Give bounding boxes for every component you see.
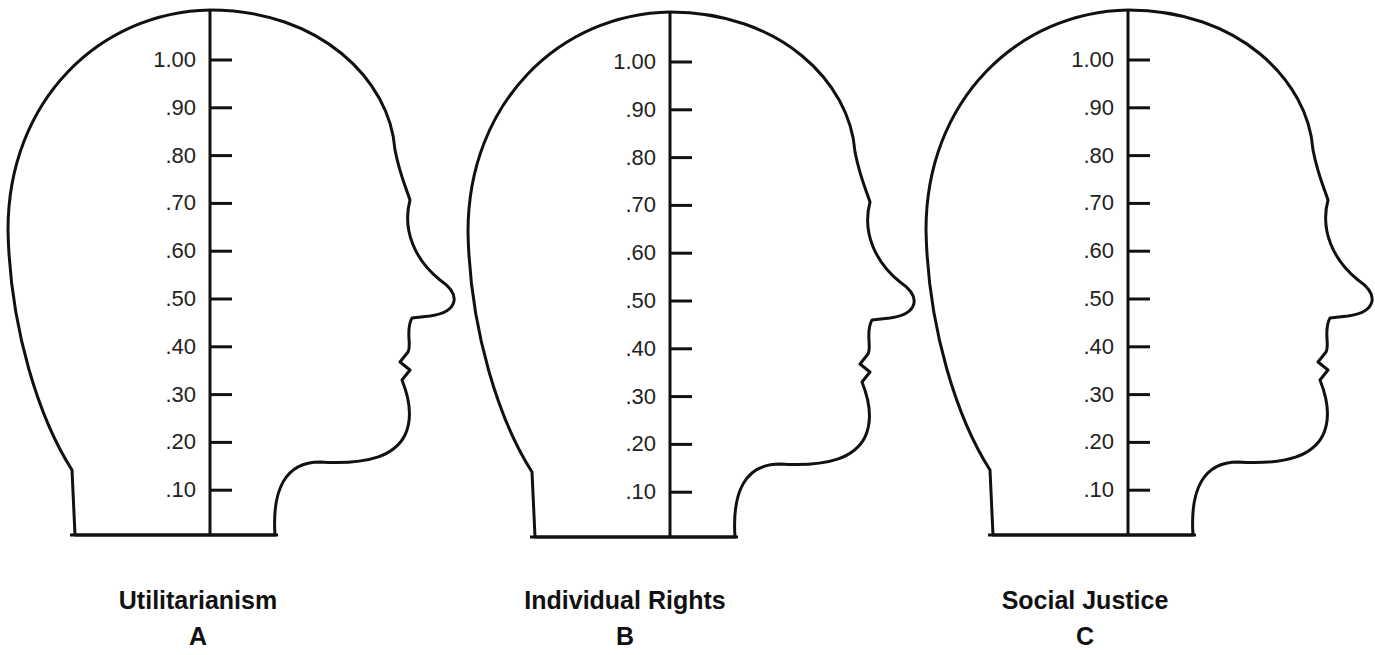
scale-value: .80 — [625, 147, 656, 169]
scale-value: .50 — [625, 290, 656, 312]
scale-value: .90 — [165, 97, 196, 119]
scale-value: .90 — [1083, 97, 1114, 119]
scale-value: .20 — [625, 433, 656, 455]
caption-title: Utilitarianism — [119, 587, 277, 615]
scale-value: .80 — [165, 145, 196, 167]
head-figure: 1.00.90.80.70.60.50.40.30.20.10Individua… — [460, 2, 930, 547]
scale-value: .20 — [1083, 431, 1114, 453]
scale-value: .40 — [625, 338, 656, 360]
scale-value: .10 — [1083, 479, 1114, 501]
head-figure: 1.00.90.80.70.60.50.40.30.20.10Utilitari… — [0, 0, 470, 545]
scale-value: .10 — [165, 479, 196, 501]
scale-value: 1.00 — [153, 49, 196, 71]
head-outline — [0, 0, 470, 545]
scale-value: .80 — [1083, 145, 1114, 167]
caption-letter: A — [189, 623, 207, 651]
scale-value: 1.00 — [613, 51, 656, 73]
scale-value: .30 — [1083, 384, 1114, 406]
scale-value: .10 — [625, 481, 656, 503]
scale-value: .40 — [1083, 336, 1114, 358]
scale-value: .20 — [165, 431, 196, 453]
caption-title: Individual Rights — [524, 587, 725, 615]
scale-value: .50 — [1083, 288, 1114, 310]
scale-value: .30 — [165, 384, 196, 406]
caption-title: Social Justice — [1002, 587, 1169, 615]
caption-letter: C — [1076, 623, 1094, 651]
scale-value: .90 — [625, 99, 656, 121]
scale-value: .50 — [165, 288, 196, 310]
scale-value: .60 — [1083, 240, 1114, 262]
head-outline — [918, 0, 1375, 545]
scale-value: .60 — [625, 242, 656, 264]
scale-value: .40 — [165, 336, 196, 358]
scale-value: .70 — [1083, 192, 1114, 214]
scale-value: .70 — [625, 194, 656, 216]
scale-value: .70 — [165, 192, 196, 214]
scale-value: .30 — [625, 386, 656, 408]
head-outline — [460, 2, 930, 547]
head-figure: 1.00.90.80.70.60.50.40.30.20.10Social Ju… — [918, 0, 1375, 545]
scale-value: .60 — [165, 240, 196, 262]
caption-letter: B — [616, 623, 634, 651]
scale-value: 1.00 — [1071, 49, 1114, 71]
